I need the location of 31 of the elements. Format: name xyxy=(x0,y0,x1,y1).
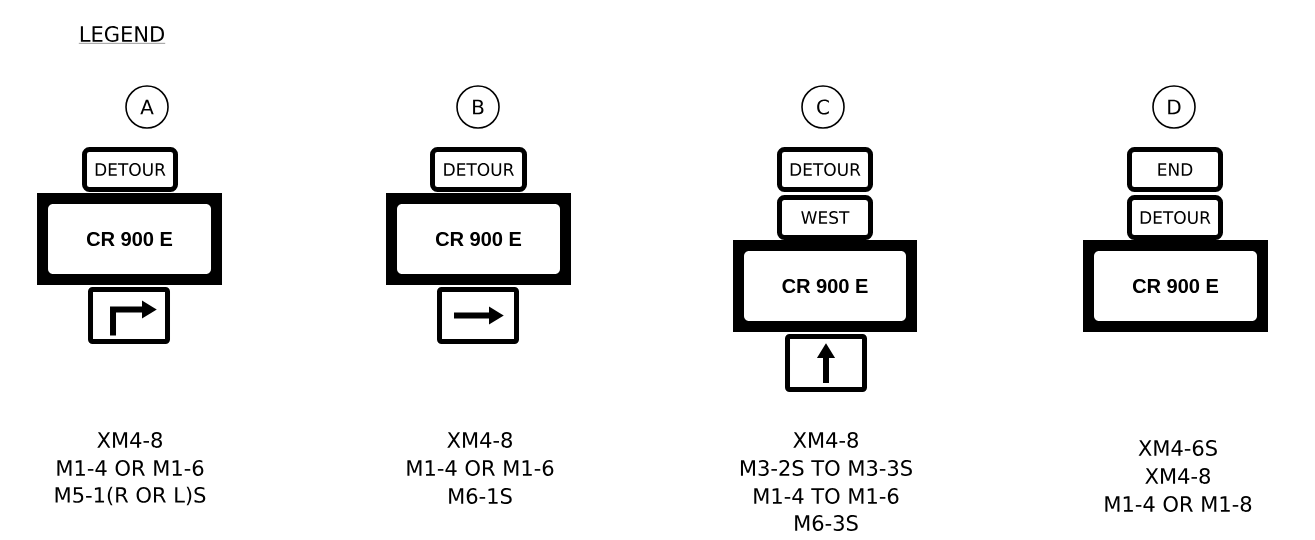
sign-code: M5-1(R OR L)S xyxy=(55,486,206,506)
sign-code: XM4-8 xyxy=(97,432,162,448)
sign-code: XM4-6S xyxy=(1138,440,1217,456)
sign-code: XM4-8 xyxy=(1145,468,1210,484)
sign-code: M3-2S TO M3-3S xyxy=(740,460,912,476)
sign-plaque: DETOUR xyxy=(1127,195,1223,240)
sign-plaque: WEST xyxy=(777,195,873,240)
circled-letter: A xyxy=(125,85,169,129)
sign-code: M6-3S xyxy=(795,515,858,531)
heading: LEGEND xyxy=(78,26,166,44)
circled-letter: C xyxy=(801,85,845,129)
route-sign: CR 900 E xyxy=(37,193,222,285)
sign-code: XM4-8 xyxy=(793,432,858,448)
arrow-plaque xyxy=(785,334,867,392)
sign-code: M1-4 OR M1-8 xyxy=(1105,496,1252,512)
route-sign: CR 900 E xyxy=(733,240,917,332)
route-sign: CR 900 E xyxy=(1083,240,1268,332)
sign-plaque: DETOUR xyxy=(82,147,178,192)
sign-plaque: DETOUR xyxy=(430,147,527,192)
sign-code: M1-4 TO M1-6 xyxy=(754,488,899,504)
sign-plaque: END xyxy=(1127,147,1223,192)
sign-code: M1-4 OR M1-6 xyxy=(57,460,204,476)
circled-letter: D xyxy=(1152,85,1196,129)
sign-code: M6-1S xyxy=(449,488,512,504)
route-sign: CR 900 E xyxy=(386,193,571,285)
sign-code: M1-4 OR M1-6 xyxy=(407,460,554,476)
circled-letter: B xyxy=(456,85,500,129)
arrow-plaque xyxy=(437,287,519,344)
sign-plaque: DETOUR xyxy=(777,147,873,192)
sign-code: XM4-8 xyxy=(447,432,512,448)
arrow-plaque xyxy=(88,287,170,344)
